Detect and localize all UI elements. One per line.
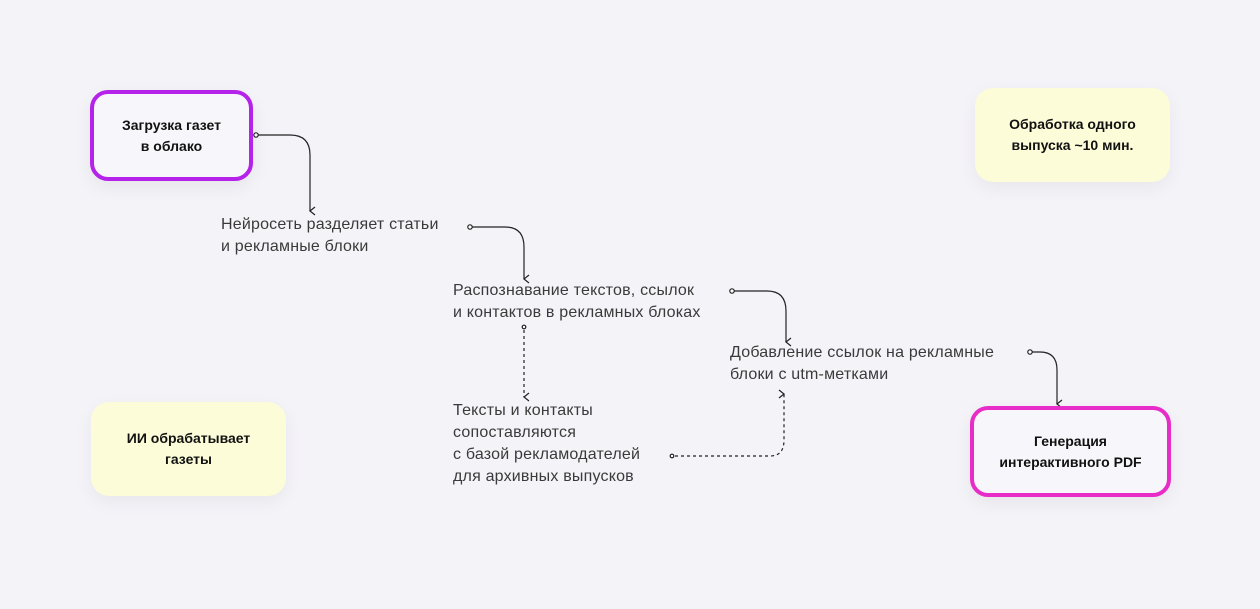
processing-time-label: Обработка одного выпуска ~10 мин. <box>1009 116 1136 153</box>
step-split: Нейросеть разделяет статьи и рекламные б… <box>221 216 439 255</box>
connector-dot <box>467 224 473 230</box>
step-links: Добавление ссылок на рекламные блоки с u… <box>730 344 995 383</box>
connector-split-recognize <box>472 226 530 284</box>
connector-upload-split <box>257 134 316 216</box>
step-recognize: Распознавание текстов, ссылок и контакто… <box>453 282 701 321</box>
connector-dot <box>253 132 259 138</box>
connector-dot <box>729 288 735 294</box>
ai-label: ИИ обрабатывает газеты <box>126 430 251 467</box>
connector-links-generate <box>1032 351 1063 409</box>
ai-note: ИИ обрабатывает газеты <box>91 402 286 496</box>
connector-recognize-links <box>734 290 792 347</box>
processing-time-note: Обработка одного выпуска ~10 мин. <box>975 88 1170 182</box>
connector-dot <box>669 453 675 459</box>
upload-label: Загрузка газет в облако <box>121 116 222 154</box>
upload-node: Загрузка газет в облако <box>90 90 253 181</box>
connector-dot <box>521 324 527 330</box>
generate-pdf-node: Генерация интерактивного PDF <box>970 406 1171 497</box>
connector-dot <box>1027 349 1033 355</box>
step-match: Тексты и контакты сопоставляются с базой… <box>453 402 641 485</box>
connector-match-links <box>675 389 785 457</box>
generate-pdf-label: Генерация интерактивного PDF <box>999 432 1142 470</box>
